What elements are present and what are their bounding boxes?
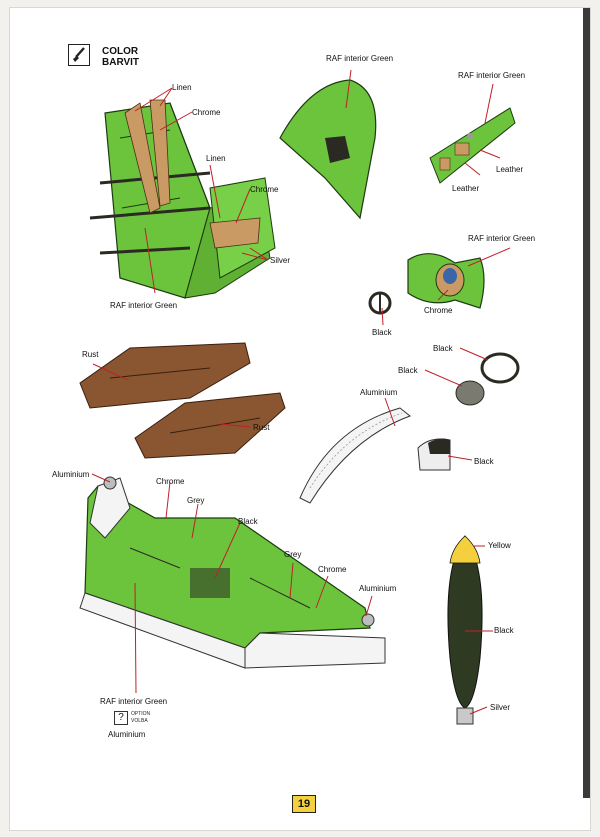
label-panel-leather-1: Leather xyxy=(496,165,524,174)
label-floor-grey-2: Grey xyxy=(284,550,302,559)
label-ring-black: Black xyxy=(433,344,453,353)
label-floor-chrome-2: Chrome xyxy=(318,565,347,574)
propeller-spinner xyxy=(447,535,483,725)
label-floor-black: Black xyxy=(238,517,258,526)
label-floor-chrome-1: Chrome xyxy=(156,477,185,486)
gunsight-frame xyxy=(407,253,485,309)
paint-brush-glyph xyxy=(73,47,85,62)
rudder-pedals xyxy=(79,342,286,459)
label-floor-aluminium-3: Aluminium xyxy=(108,730,146,739)
label-floor-aluminium-2: Aluminium xyxy=(359,584,397,593)
label-panel-leather-2: Leather xyxy=(452,184,480,193)
label-rust-1: Rust xyxy=(82,350,99,359)
label-grille-black: Black xyxy=(398,366,418,375)
label-gunsight-green: RAF interior Green xyxy=(468,234,536,243)
label-seat-green: RAF interior Green xyxy=(110,301,178,310)
label-panel-green: RAF interior Green xyxy=(458,71,526,80)
paint-brush-icon xyxy=(68,44,90,66)
label-seat-linen-2: Linen xyxy=(206,154,226,163)
label-canopy-aluminium: Aluminium xyxy=(360,388,398,397)
page-edge-strip xyxy=(583,8,590,798)
label-floor-green: RAF interior Green xyxy=(100,697,168,706)
label-floor-aluminium-1: Aluminium xyxy=(52,470,90,479)
label-seat-linen-1: Linen xyxy=(172,83,192,92)
page-number: 19 xyxy=(292,795,316,813)
legend-title: COLOR BARVIT xyxy=(102,46,139,68)
option-line-2: VOLBA xyxy=(131,718,148,724)
legend-line-2: BARVIT xyxy=(102,57,140,68)
headrest-bulkhead xyxy=(279,79,377,220)
side-panel xyxy=(429,107,516,184)
ring-and-grille xyxy=(455,352,520,406)
canopy-strip xyxy=(299,407,412,504)
label-spinner-black: Black xyxy=(494,626,514,635)
label-bulkhead-green: RAF interior Green xyxy=(326,54,394,63)
label-rust-2: Rust xyxy=(253,423,270,432)
label-floor-grey-1: Grey xyxy=(187,496,205,505)
label-cap-black: Black xyxy=(474,457,494,466)
fuselage-floor xyxy=(79,476,386,669)
instruction-page: COLOR BARVIT Linen Chrome Linen Chrome S… xyxy=(10,8,590,830)
label-spinner-silver: Silver xyxy=(490,703,511,712)
label-spinner-yellow: Yellow xyxy=(488,541,511,550)
label-seat-chrome-2: Chrome xyxy=(250,185,279,194)
legend-line-1: COLOR xyxy=(102,46,139,57)
label-seat-silver: Silver xyxy=(270,256,291,265)
pilot-seat xyxy=(89,99,276,299)
option-marker: ? xyxy=(114,711,128,725)
leader-lines xyxy=(91,69,511,715)
control-stick xyxy=(368,291,392,315)
headrest-cap xyxy=(417,438,451,471)
label-seat-chrome-1: Chrome xyxy=(192,108,221,117)
label-gunsight-chrome: Chrome xyxy=(424,306,453,315)
parts-illustration xyxy=(79,69,520,725)
option-line-1: OPTION xyxy=(131,711,151,717)
label-stick-black: Black xyxy=(372,328,392,337)
option-label: OPTION VOLBA xyxy=(131,711,150,725)
